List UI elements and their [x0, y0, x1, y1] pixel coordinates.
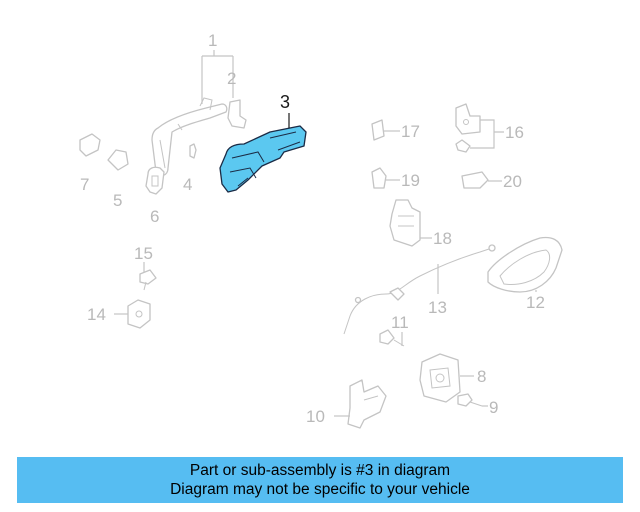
- leader-16: [470, 119, 504, 149]
- leader-1: [201, 50, 234, 104]
- callout-9: 9: [489, 398, 498, 417]
- part-8-latch[interactable]: [419, 353, 461, 403]
- part-17-clip[interactable]: [371, 119, 385, 141]
- part-14-bracket[interactable]: [127, 299, 151, 329]
- banner-line-2: Diagram may not be specific to your vehi…: [170, 481, 470, 498]
- callout-16: 16: [505, 123, 524, 142]
- callout-17: 17: [401, 122, 420, 141]
- part-3-handle-frame[interactable]: [219, 125, 307, 193]
- part-20-pad[interactable]: [461, 171, 489, 189]
- callout-6: 6: [150, 207, 159, 226]
- callout-1: 1: [208, 31, 217, 50]
- part-4-clip[interactable]: [189, 143, 197, 159]
- part-18-actuator[interactable]: [389, 199, 421, 247]
- part-12-inside-handle[interactable]: [487, 236, 563, 293]
- callout-10: 10: [306, 407, 325, 426]
- part-9-screw[interactable]: [457, 393, 483, 407]
- callout-4: 4: [183, 175, 192, 194]
- part-13-cable[interactable]: [343, 244, 496, 335]
- callout-20: 20: [503, 172, 522, 191]
- callout-2: 2: [227, 69, 236, 88]
- callout-11: 11: [391, 313, 409, 332]
- callout-13: 13: [428, 298, 447, 317]
- part-2-bracket[interactable]: [227, 99, 247, 129]
- callout-15: 15: [134, 244, 153, 263]
- callout-3: 3: [280, 92, 290, 112]
- part-15-bolt[interactable]: [139, 269, 157, 291]
- callout-18: 18: [433, 229, 452, 248]
- callout-14: 14: [87, 305, 106, 324]
- info-banner: Part or sub-assembly is #3 in diagram Di…: [17, 457, 623, 503]
- callout-5: 5: [113, 191, 122, 210]
- part-11-connector[interactable]: [379, 329, 405, 347]
- callout-19: 19: [401, 171, 420, 190]
- part-1-outside-handle[interactable]: [151, 97, 228, 177]
- part-5-cap[interactable]: [107, 149, 129, 171]
- part-6-gasket[interactable]: [145, 166, 165, 195]
- part-10-bracket[interactable]: [347, 379, 387, 429]
- part-16-hinge[interactable]: [455, 103, 481, 153]
- callout-12: 12: [526, 293, 545, 312]
- callout-8: 8: [477, 367, 486, 386]
- banner-line-1: Part or sub-assembly is #3 in diagram: [189, 462, 451, 479]
- part-19-clip[interactable]: [371, 167, 387, 189]
- callout-7: 7: [80, 175, 89, 194]
- part-7-bezel[interactable]: [79, 133, 101, 157]
